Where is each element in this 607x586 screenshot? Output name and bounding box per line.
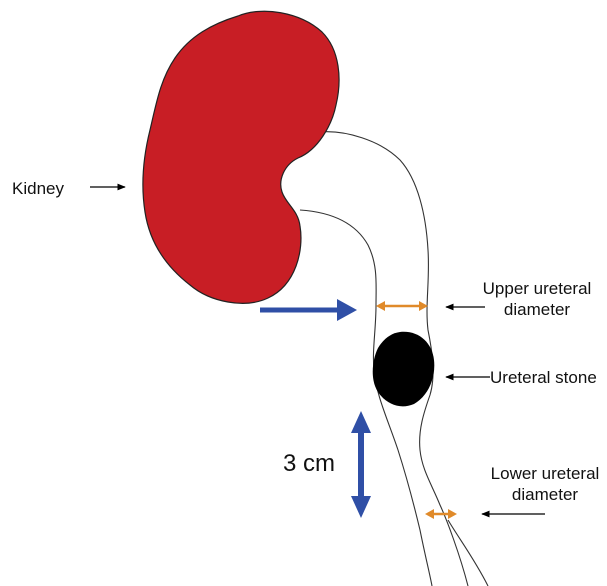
ureteral-stone-label: Ureteral stone bbox=[490, 368, 597, 387]
lower-diameter-label-line2: diameter bbox=[512, 485, 578, 504]
ureter-right-tail bbox=[448, 520, 488, 586]
scale-bar-arrow bbox=[351, 411, 371, 518]
scale-label: 3 cm bbox=[283, 450, 335, 477]
kidney-label: Kidney bbox=[12, 179, 64, 198]
ureteral-stone-shape bbox=[373, 332, 435, 407]
blue-pointer-arrow bbox=[260, 299, 357, 321]
lower-diameter-measure bbox=[425, 509, 457, 519]
kidney-shape bbox=[143, 11, 339, 303]
upper-diameter-label-line2: diameter bbox=[504, 300, 570, 319]
upper-diameter-measure bbox=[376, 301, 428, 311]
upper-diameter-label-line1: Upper ureteral bbox=[483, 279, 592, 298]
lower-diameter-label-line1: Lower ureteral bbox=[491, 464, 600, 483]
